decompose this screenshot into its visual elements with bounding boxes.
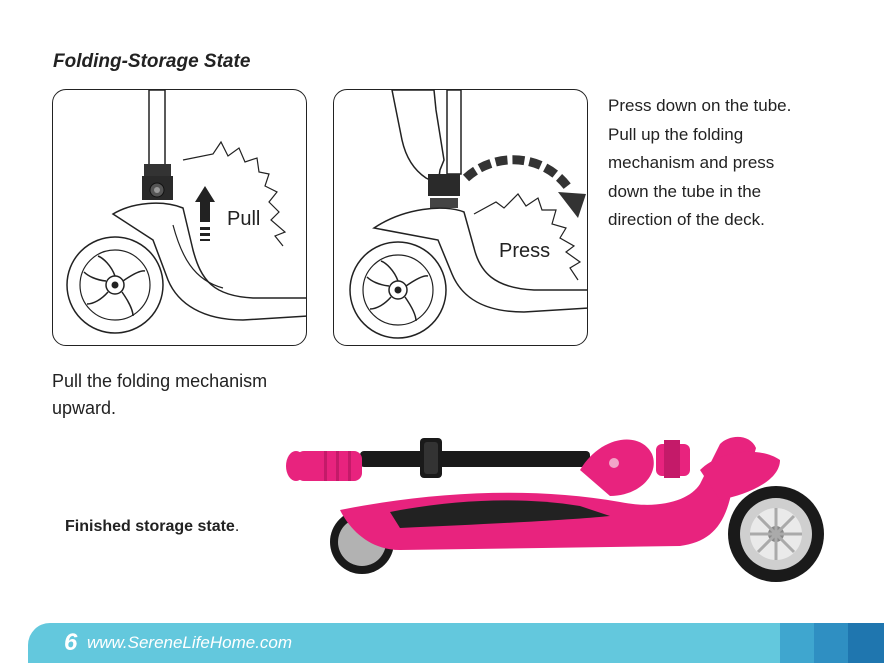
- pull-illustration-panel: Pull: [52, 89, 307, 346]
- instruction-line: Press down on the tube.: [608, 92, 878, 121]
- footer-accent-block: [848, 623, 884, 663]
- instruction-line: down the tube in the: [608, 178, 878, 207]
- finished-label: Finished storage state: [65, 518, 235, 535]
- footer-accent-block: [814, 623, 848, 663]
- finished-period: .: [235, 518, 239, 535]
- instruction-line: direction of the deck.: [608, 206, 878, 235]
- press-illustration-panel: Press: [333, 89, 588, 346]
- website-url: www.SereneLifeHome.com: [87, 633, 292, 653]
- page-number: 6: [64, 629, 77, 657]
- folded-scooter-image: [280, 430, 840, 588]
- pull-instructions: Pull the folding mechanism upward.: [52, 368, 267, 422]
- instruction-line: Pull the folding mechanism: [52, 368, 267, 395]
- footer-accent-block: [780, 623, 814, 663]
- page-footer: 6 www.SereneLifeHome.com: [0, 623, 884, 663]
- page-title: Folding-Storage State: [53, 51, 250, 73]
- pull-illustration: [53, 90, 307, 346]
- press-label: Press: [499, 240, 550, 263]
- finished-storage-caption: Finished storage state.: [65, 518, 239, 536]
- pull-label: Pull: [227, 208, 260, 231]
- instruction-line: Pull up the folding: [608, 121, 878, 150]
- press-illustration: [334, 90, 588, 346]
- press-instructions: Press down on the tube. Pull up the fold…: [608, 92, 878, 235]
- instruction-line: upward.: [52, 395, 267, 422]
- instruction-line: mechanism and press: [608, 149, 878, 178]
